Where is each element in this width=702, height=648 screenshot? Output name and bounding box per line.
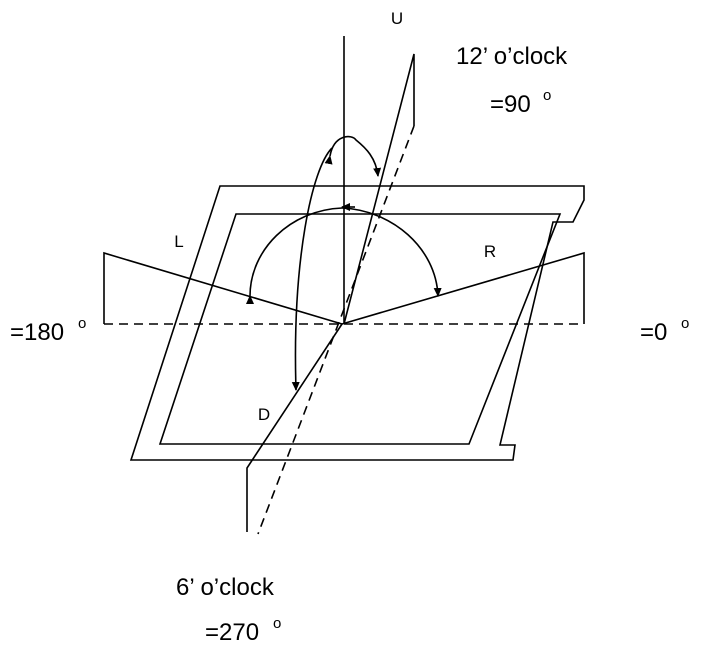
left-wing bbox=[103, 251, 343, 325]
inner-frame bbox=[158, 213, 562, 445]
clock-top-angle-value: =90 bbox=[490, 91, 531, 118]
label-down: D bbox=[258, 405, 270, 424]
clock-bottom-angle-value: =270 bbox=[205, 619, 259, 646]
horizontal-rotation-arc-right bbox=[341, 207, 442, 297]
tilted-up-plane bbox=[343, 53, 415, 325]
vertical-rotation-arc bbox=[291, 147, 333, 391]
left-angle-degree: o bbox=[78, 315, 86, 332]
label-right: R bbox=[484, 242, 496, 261]
clock-top-degree: o bbox=[543, 87, 551, 104]
outer-frame bbox=[129, 185, 585, 461]
left-angle-label: =180 o bbox=[10, 315, 86, 346]
right-angle-value: =0 bbox=[640, 319, 667, 346]
right-angle-degree: o bbox=[681, 315, 689, 332]
label-up: U bbox=[391, 9, 403, 28]
clock-bottom-degree: o bbox=[273, 615, 281, 632]
left-angle-value: =180 bbox=[10, 319, 64, 346]
clock-bottom-angle: =270 o bbox=[205, 615, 281, 646]
right-wing bbox=[341, 251, 585, 325]
horizontal-rotation-arc bbox=[245, 207, 343, 305]
clock-top-angle: =90 o bbox=[490, 87, 551, 118]
right-angle-label: =0 o bbox=[640, 315, 689, 346]
label-left: L bbox=[174, 232, 183, 251]
clock-top-text: 12’ o’clock bbox=[456, 43, 568, 70]
tilted-dashed-axis bbox=[257, 125, 415, 535]
tilted-down-plane bbox=[246, 323, 343, 532]
top-rotation-arc bbox=[324, 135, 382, 177]
clock-bottom-text: 6’ o’clock bbox=[176, 574, 275, 601]
